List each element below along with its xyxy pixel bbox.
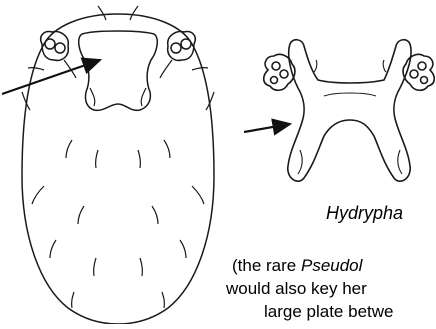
body-outline <box>22 14 214 324</box>
central-dorsal-plate <box>79 31 158 110</box>
caption-line-1-italic: Pseudol <box>301 256 362 275</box>
caption-line-1: (the rare Pseudol <box>232 256 362 276</box>
arrow-to-h-plate <box>244 124 290 132</box>
body-setae <box>22 6 214 308</box>
caption-line-3: large plate betwe <box>264 302 393 322</box>
h-plate-outline <box>288 40 411 181</box>
mite-body-dorsal <box>22 6 214 324</box>
arrow-to-dorsal-plate <box>2 60 100 94</box>
h-shaped-plate <box>264 40 435 181</box>
genus-label: Hydrypha <box>326 203 403 224</box>
h-plate-eye-right <box>403 54 434 90</box>
caption-line-2: would also key her <box>226 279 367 299</box>
eye-capsule-right <box>160 32 195 78</box>
h-plate-eye-left <box>264 54 295 90</box>
caption-line-1-pre: (the rare <box>232 256 301 275</box>
